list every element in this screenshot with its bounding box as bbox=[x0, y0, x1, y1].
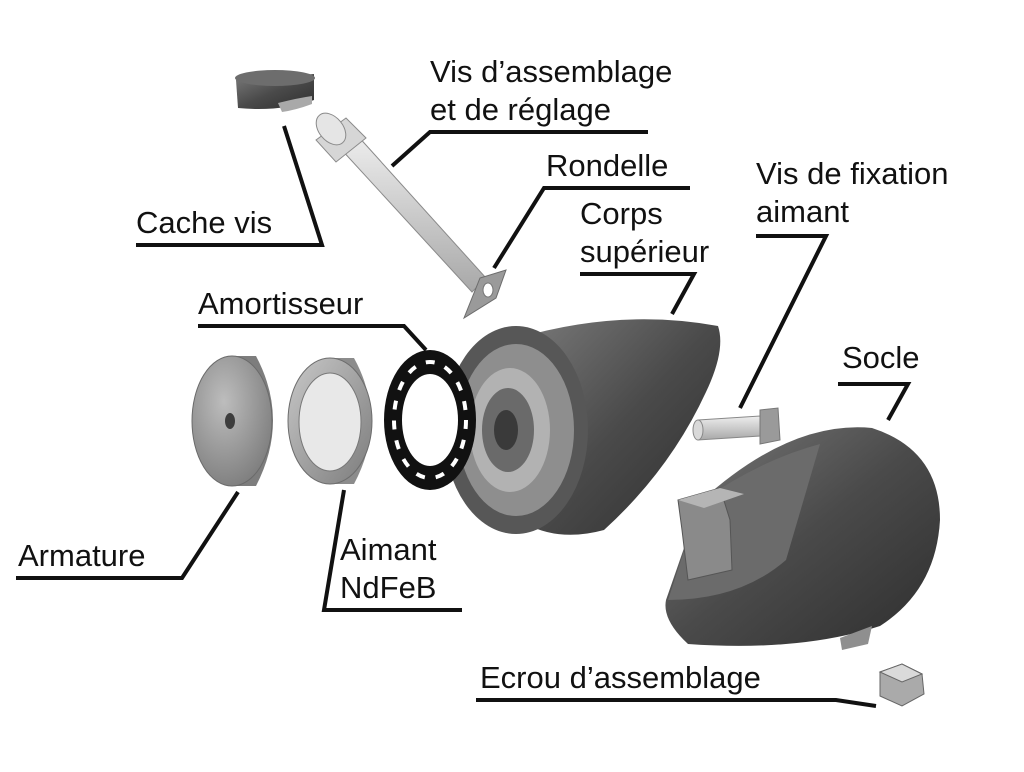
aimant-part bbox=[287, 357, 373, 485]
label-aimant-line1: Aimant bbox=[340, 532, 437, 567]
corps-superieur-part bbox=[444, 319, 721, 535]
cache-vis-part bbox=[235, 70, 315, 112]
label-vis-fixation-line1: Vis de fixation bbox=[756, 156, 949, 191]
label-vis-assemblage-line1: Vis d’assemblage bbox=[430, 54, 673, 89]
amortisseur-part bbox=[384, 350, 476, 490]
socle-part bbox=[665, 427, 940, 650]
leader-amortisseur bbox=[198, 324, 428, 352]
leader-corps bbox=[580, 272, 698, 315]
label-rondelle: Rondelle bbox=[546, 148, 669, 183]
leader-rondelle bbox=[492, 186, 690, 270]
leader-aimant bbox=[321, 489, 462, 612]
label-vis-assemblage-line2: et de réglage bbox=[430, 92, 611, 127]
armature-part bbox=[191, 355, 273, 487]
leader-vis-assemblage bbox=[390, 130, 648, 168]
label-armature: Armature bbox=[18, 538, 146, 573]
vis-assemblage-part bbox=[315, 112, 487, 293]
ecrou-part bbox=[878, 663, 925, 707]
rondelle-part bbox=[462, 269, 507, 320]
leader-socle bbox=[838, 382, 912, 421]
vis-fixation-part bbox=[692, 407, 781, 445]
label-corps-line2: supérieur bbox=[580, 234, 710, 269]
leader-cache-vis bbox=[136, 125, 325, 247]
leader-vis-fixation bbox=[738, 234, 830, 409]
label-socle: Socle bbox=[842, 340, 920, 375]
label-aimant-line2: NdFeB bbox=[340, 570, 437, 605]
label-ecrou: Ecrou d’assemblage bbox=[480, 660, 761, 695]
label-cache-vis: Cache vis bbox=[136, 205, 273, 240]
leader-armature bbox=[16, 490, 240, 580]
label-corps-line1: Corps bbox=[580, 196, 663, 231]
label-vis-fixation-line2: aimant bbox=[756, 194, 850, 229]
leader-ecrou bbox=[476, 698, 877, 708]
label-amortisseur: Amortisseur bbox=[198, 286, 364, 321]
